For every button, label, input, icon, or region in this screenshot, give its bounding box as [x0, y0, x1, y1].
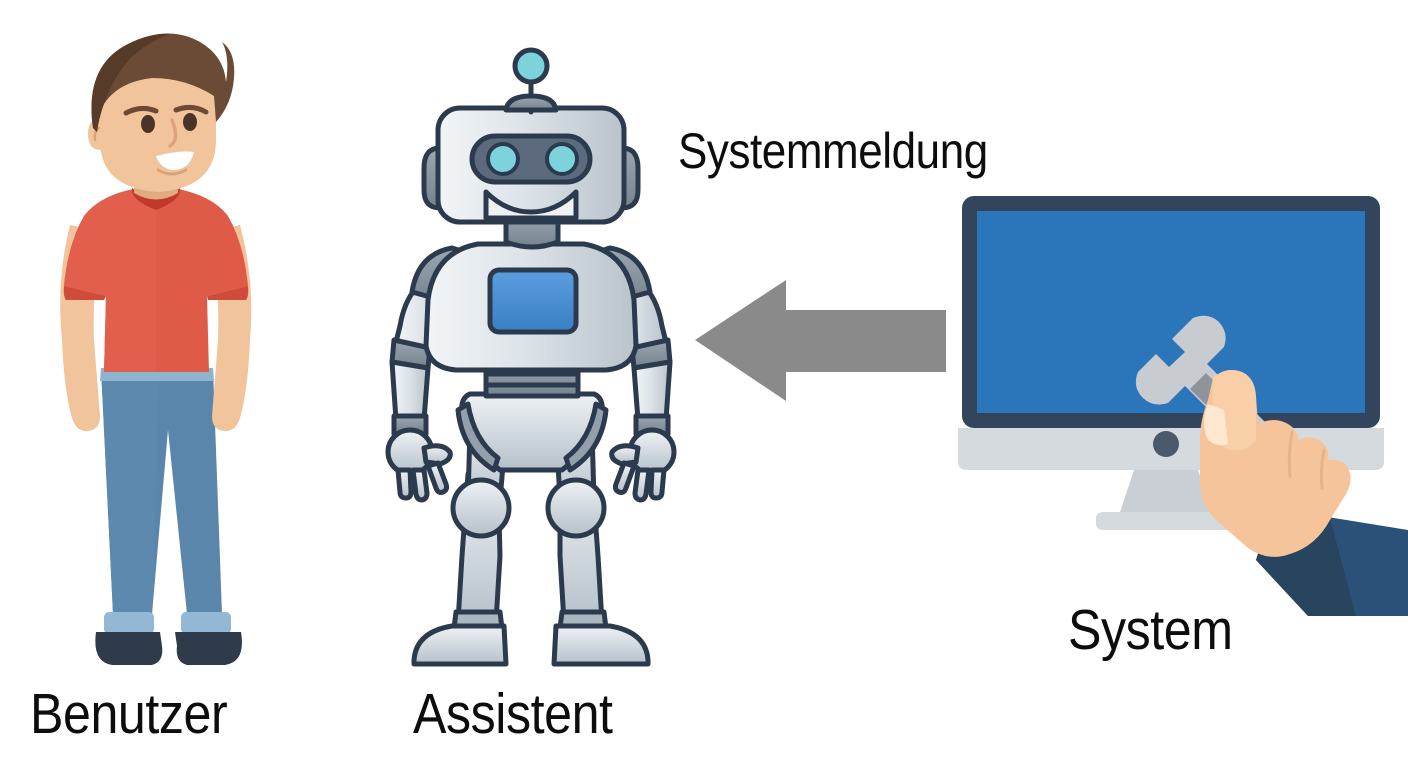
robot-group	[385, 47, 677, 667]
robot-finger-left-3	[425, 460, 450, 495]
monitor-power-dot	[1153, 431, 1179, 457]
person-eyebrow-left	[123, 105, 159, 116]
robot-finger-left-2	[410, 467, 430, 503]
person-pants-left	[101, 368, 160, 614]
person-hair-shadow	[91, 33, 170, 132]
arrow-shape	[695, 280, 946, 401]
person-shirt-left	[64, 186, 156, 372]
monitor-stand-neck	[1120, 470, 1212, 512]
robot-finger-left-1	[395, 467, 414, 501]
label-system: System	[1068, 598, 1233, 662]
robot-foot-left	[411, 623, 509, 667]
arrow-label-systemmeldung: Systemmeldung	[678, 123, 988, 179]
person-nose	[168, 118, 178, 148]
robot-finger-right-3	[612, 460, 637, 495]
person-shoe-right	[175, 632, 242, 665]
person-shoe-left	[95, 632, 163, 665]
robot-thumb-right	[609, 443, 641, 467]
robot-hip-left	[455, 401, 501, 473]
person-chin-line	[156, 168, 188, 176]
robot-finger-right-1	[648, 467, 667, 501]
robot-antenna-bulb	[512, 47, 550, 85]
label-assistent: Assistent	[413, 682, 613, 746]
robot-thumb-left	[421, 443, 453, 467]
person-cuff-left	[104, 612, 154, 634]
hand-icon	[1200, 370, 1408, 616]
robot-knee-left	[450, 477, 512, 539]
robot-knee-right	[545, 477, 607, 539]
person-sleeve-right	[207, 286, 249, 300]
person-sleeve-left	[63, 286, 106, 300]
robot-hip-right	[563, 401, 609, 473]
robot-eye-right	[545, 142, 579, 176]
person-ear-detail	[93, 126, 101, 142]
robot-eye-left	[486, 142, 520, 176]
robot-chest-panel	[487, 267, 579, 335]
robot-finger-right-2	[632, 467, 652, 503]
hand-fingertip	[1204, 404, 1228, 446]
monitor-stand-base	[1096, 512, 1236, 530]
hand-crease-2	[1319, 448, 1326, 490]
hand-crease-1	[1287, 430, 1294, 478]
robot-mouth	[483, 189, 579, 221]
robot-antenna-base	[503, 93, 559, 113]
person-eyebrow-right	[173, 104, 209, 115]
robot-foot-right	[551, 623, 651, 667]
monitor-group	[958, 196, 1408, 616]
person-eye-right	[183, 113, 197, 131]
person-cuff-right	[181, 612, 231, 634]
label-benutzer: Benutzer	[30, 682, 228, 746]
person-group	[60, 33, 252, 665]
person-mouth	[156, 151, 194, 170]
person-eye-left	[141, 115, 155, 133]
